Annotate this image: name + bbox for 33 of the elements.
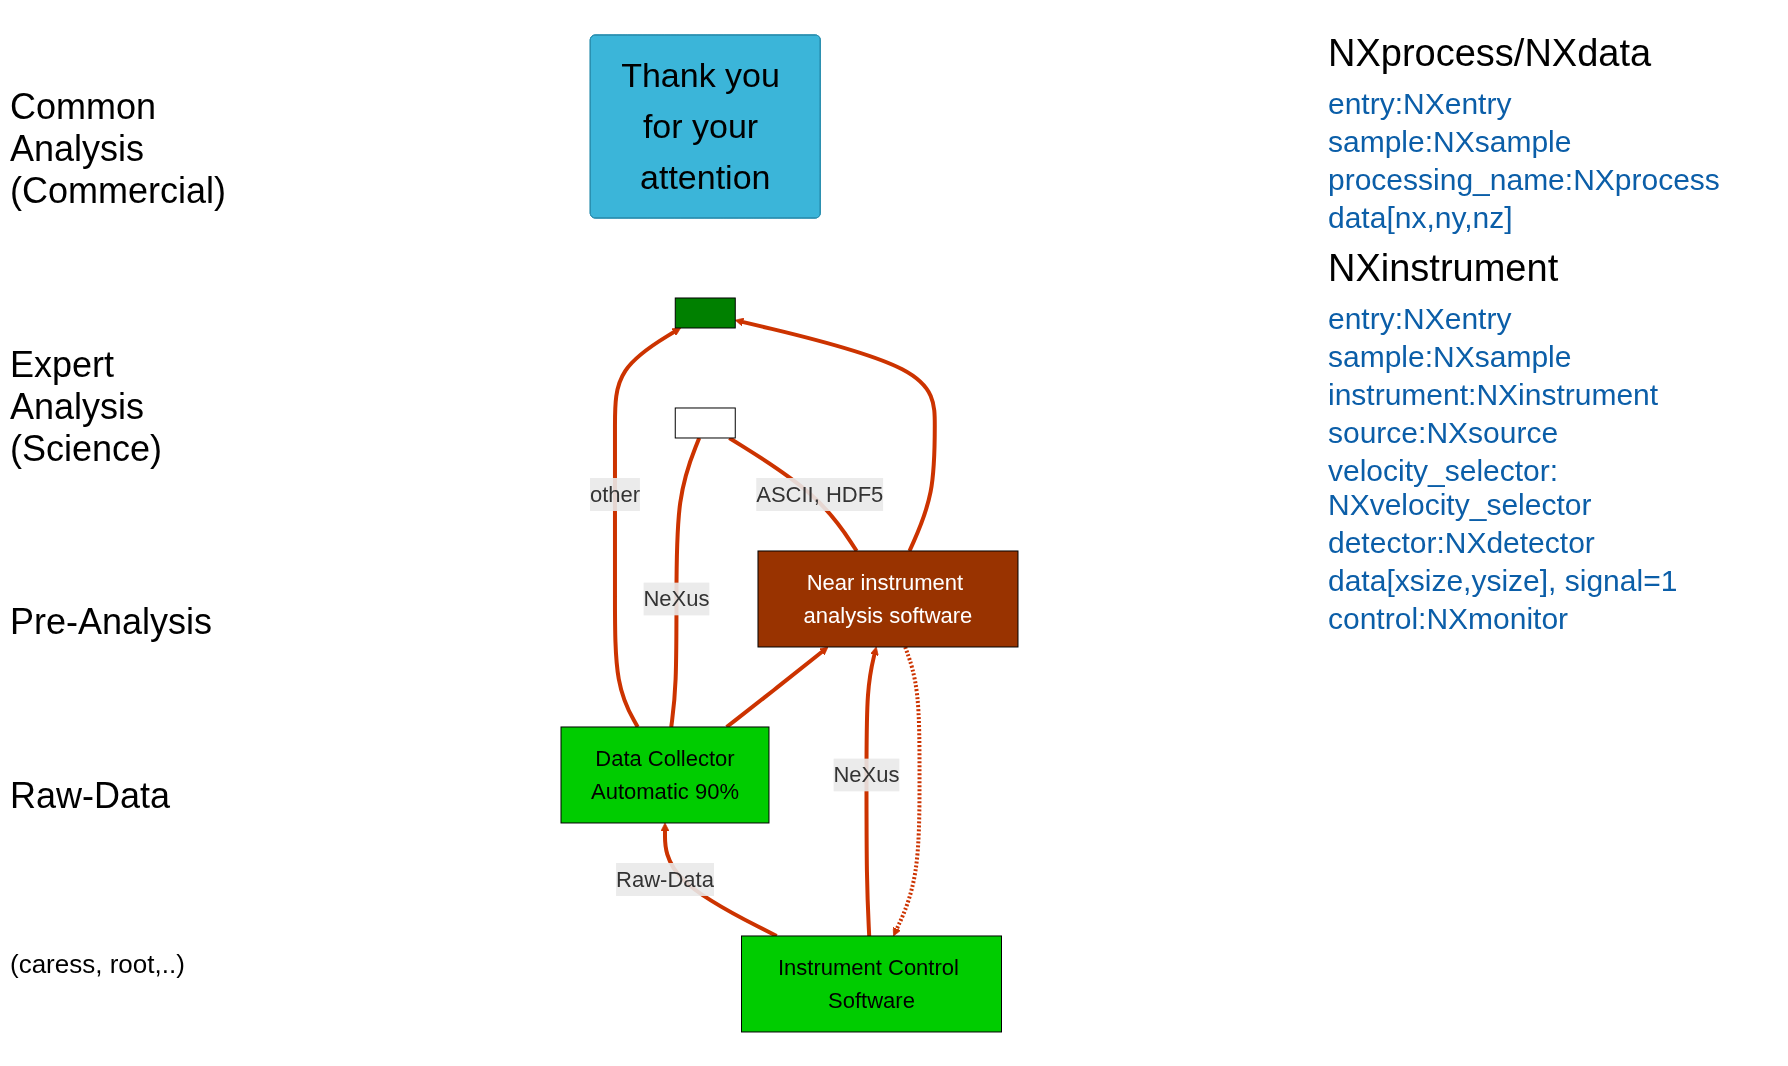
schema-line: control:NXmonitor bbox=[1328, 602, 1570, 636]
section-heading: NXprocess/NXdata bbox=[1328, 32, 1653, 75]
node-box: Instrument Control Software bbox=[740, 935, 1002, 1032]
edge-label: NeXus bbox=[832, 761, 900, 787]
schema-line: processing_name:NXprocess bbox=[1328, 163, 1721, 197]
node-box: Data Collector Automatic 90% bbox=[560, 726, 769, 823]
schema-line: data[xsize,ysize], signal=1 bbox=[1328, 564, 1679, 598]
schema-line: sample:NXsample bbox=[1328, 125, 1573, 159]
schema-line: data[nx,ny,nz] bbox=[1328, 201, 1514, 235]
row-label: Common Analysis (Commercial) bbox=[10, 85, 227, 212]
row-label: Expert Analysis (Science) bbox=[10, 343, 164, 470]
edge-label: Raw-Data bbox=[615, 866, 714, 892]
row-label: Pre-Analysis bbox=[10, 601, 214, 644]
node-box bbox=[674, 297, 736, 328]
edge-label: other bbox=[589, 481, 640, 507]
schema-line: sample:NXsample bbox=[1328, 340, 1573, 374]
row-label: Raw-Data bbox=[10, 775, 172, 818]
schema-line: entry:NXentry bbox=[1328, 87, 1513, 121]
schema-line: instrument:NXinstrument bbox=[1328, 378, 1660, 412]
section-heading: NXinstrument bbox=[1328, 247, 1560, 290]
arrow bbox=[734, 317, 937, 552]
row-label: (caress, root,..) bbox=[10, 949, 186, 981]
schema-line: entry:NXentry bbox=[1328, 302, 1513, 336]
edge-label: NeXus bbox=[642, 586, 709, 611]
schema-line: source:NXsource bbox=[1328, 416, 1560, 450]
arrow bbox=[864, 646, 879, 936]
arrow bbox=[892, 645, 921, 936]
node-box bbox=[674, 407, 736, 438]
node-box: Near instrument analysis software bbox=[757, 550, 1018, 647]
arrow bbox=[612, 327, 681, 728]
schema-line: detector:NXdetector bbox=[1328, 526, 1596, 560]
connector bbox=[668, 436, 701, 727]
edge-label: ASCII, HDF5 bbox=[755, 481, 883, 507]
